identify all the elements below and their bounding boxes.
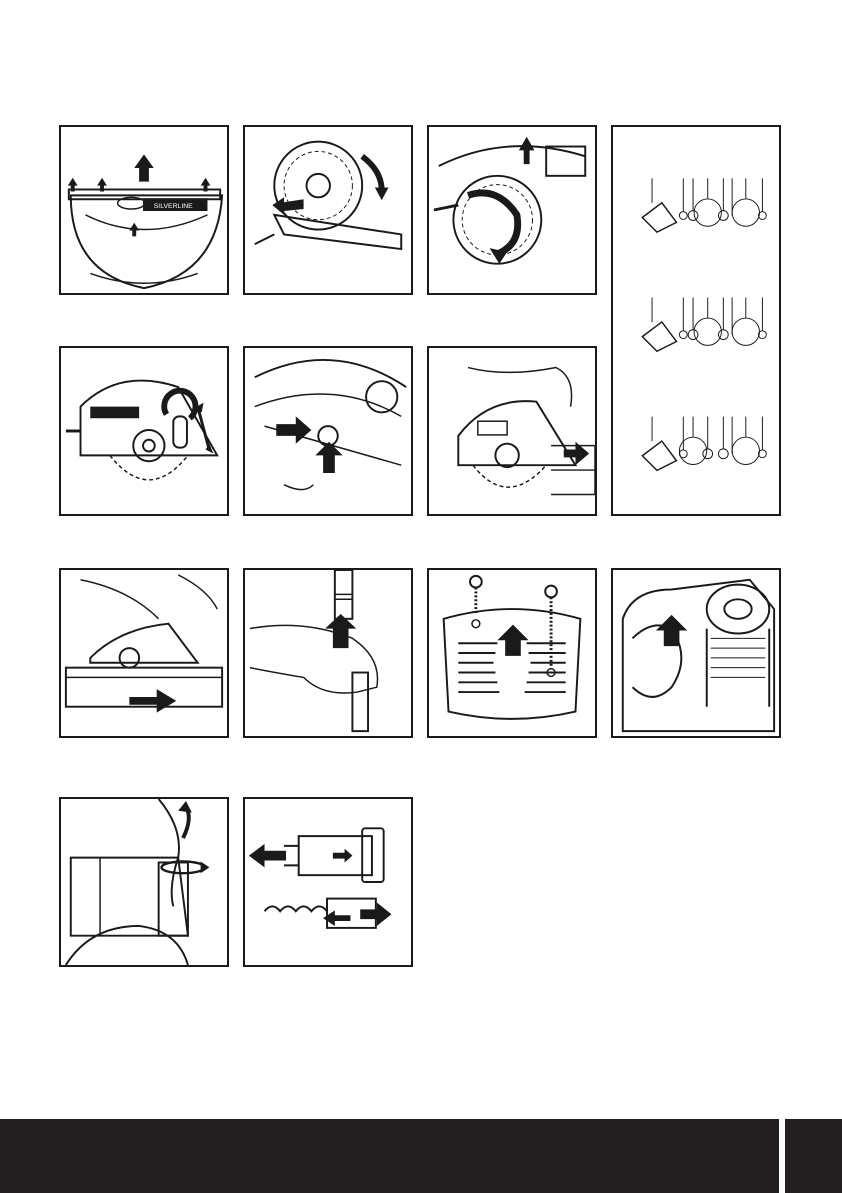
blade-lock-illustration — [429, 127, 595, 293]
figure-panel-12 — [59, 797, 229, 967]
figure-panel-5 — [59, 346, 229, 516]
figure-panel-9 — [243, 568, 413, 738]
switch-operation-illustration — [245, 348, 411, 514]
figure-panel-13 — [243, 797, 413, 967]
svg-text:SILVERLINE: SILVERLINE — [154, 203, 193, 210]
figure-panel-8 — [59, 568, 229, 738]
brush-cap-illustration — [61, 799, 227, 965]
blade-guard-removal-illustration: SILVERLINE — [61, 127, 227, 293]
figure-panel-6 — [243, 346, 413, 516]
figure-panel-2 — [243, 125, 413, 295]
figure-panel-3 — [427, 125, 597, 295]
depth-adjust-illustration — [61, 348, 227, 514]
assembly-config-3 — [642, 417, 766, 471]
blade-rotation-illustration — [245, 127, 411, 293]
chisel-tool-illustration — [245, 570, 411, 736]
cover-screws-illustration — [429, 570, 595, 736]
carbon-brush-replacement-illustration — [245, 799, 411, 965]
footer-page-tab — [785, 1119, 842, 1193]
cut-forward-illustration — [429, 348, 595, 514]
footer-bar — [0, 1119, 779, 1193]
chase-cutting-illustration — [61, 570, 227, 736]
figure-panel-1: SILVERLINE — [59, 125, 229, 295]
motor-housing-illustration — [613, 570, 779, 736]
figure-panel-11 — [611, 568, 781, 738]
figure-panel-4 — [611, 125, 781, 516]
figure-panel-10 — [427, 568, 597, 738]
figure-panel-7 — [427, 346, 597, 516]
assembly-config-2 — [642, 298, 766, 352]
blade-assembly-exploded-view — [613, 127, 779, 514]
assembly-config-1 — [642, 178, 766, 232]
